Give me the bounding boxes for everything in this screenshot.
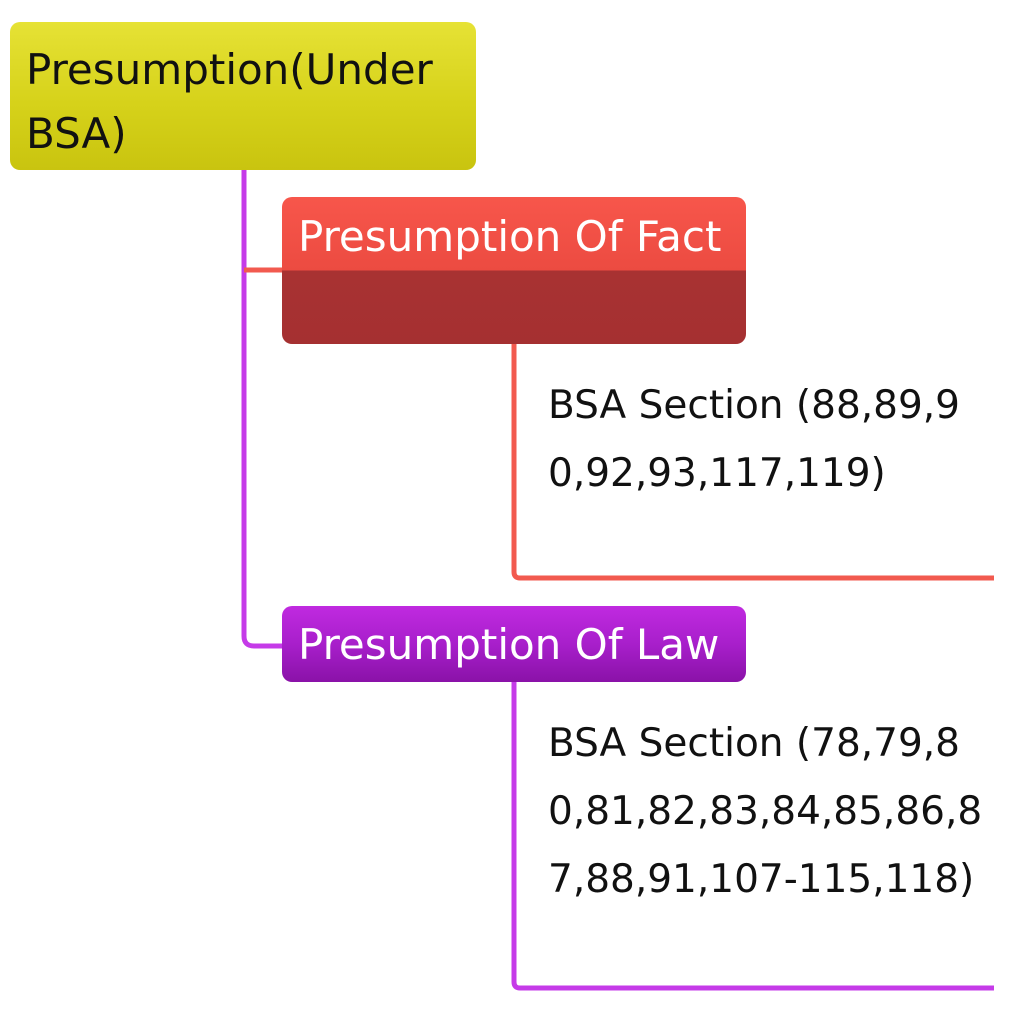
branch-node-presumption-of-law: Presumption Of Law xyxy=(282,606,746,682)
branch-label-law: Presumption Of Law xyxy=(298,620,720,669)
leaf-law-sections: BSA Section (78,79,80,81,82,83,84,85,86,… xyxy=(548,721,983,902)
trunk-connector xyxy=(241,170,282,649)
branch-label-fact: Presumption Of Fact xyxy=(298,212,722,261)
law-leaf-connector xyxy=(511,682,994,991)
root-label: Presumption(Under BSA) xyxy=(26,45,433,158)
fact-leaf-connector xyxy=(511,344,994,581)
root-node: Presumption(Under BSA) xyxy=(10,22,476,170)
leaf-fact-sections: BSA Section (88,89,90,92,93,117,119) xyxy=(548,383,960,496)
branch-node-presumption-of-fact: Presumption Of Fact xyxy=(282,197,746,344)
